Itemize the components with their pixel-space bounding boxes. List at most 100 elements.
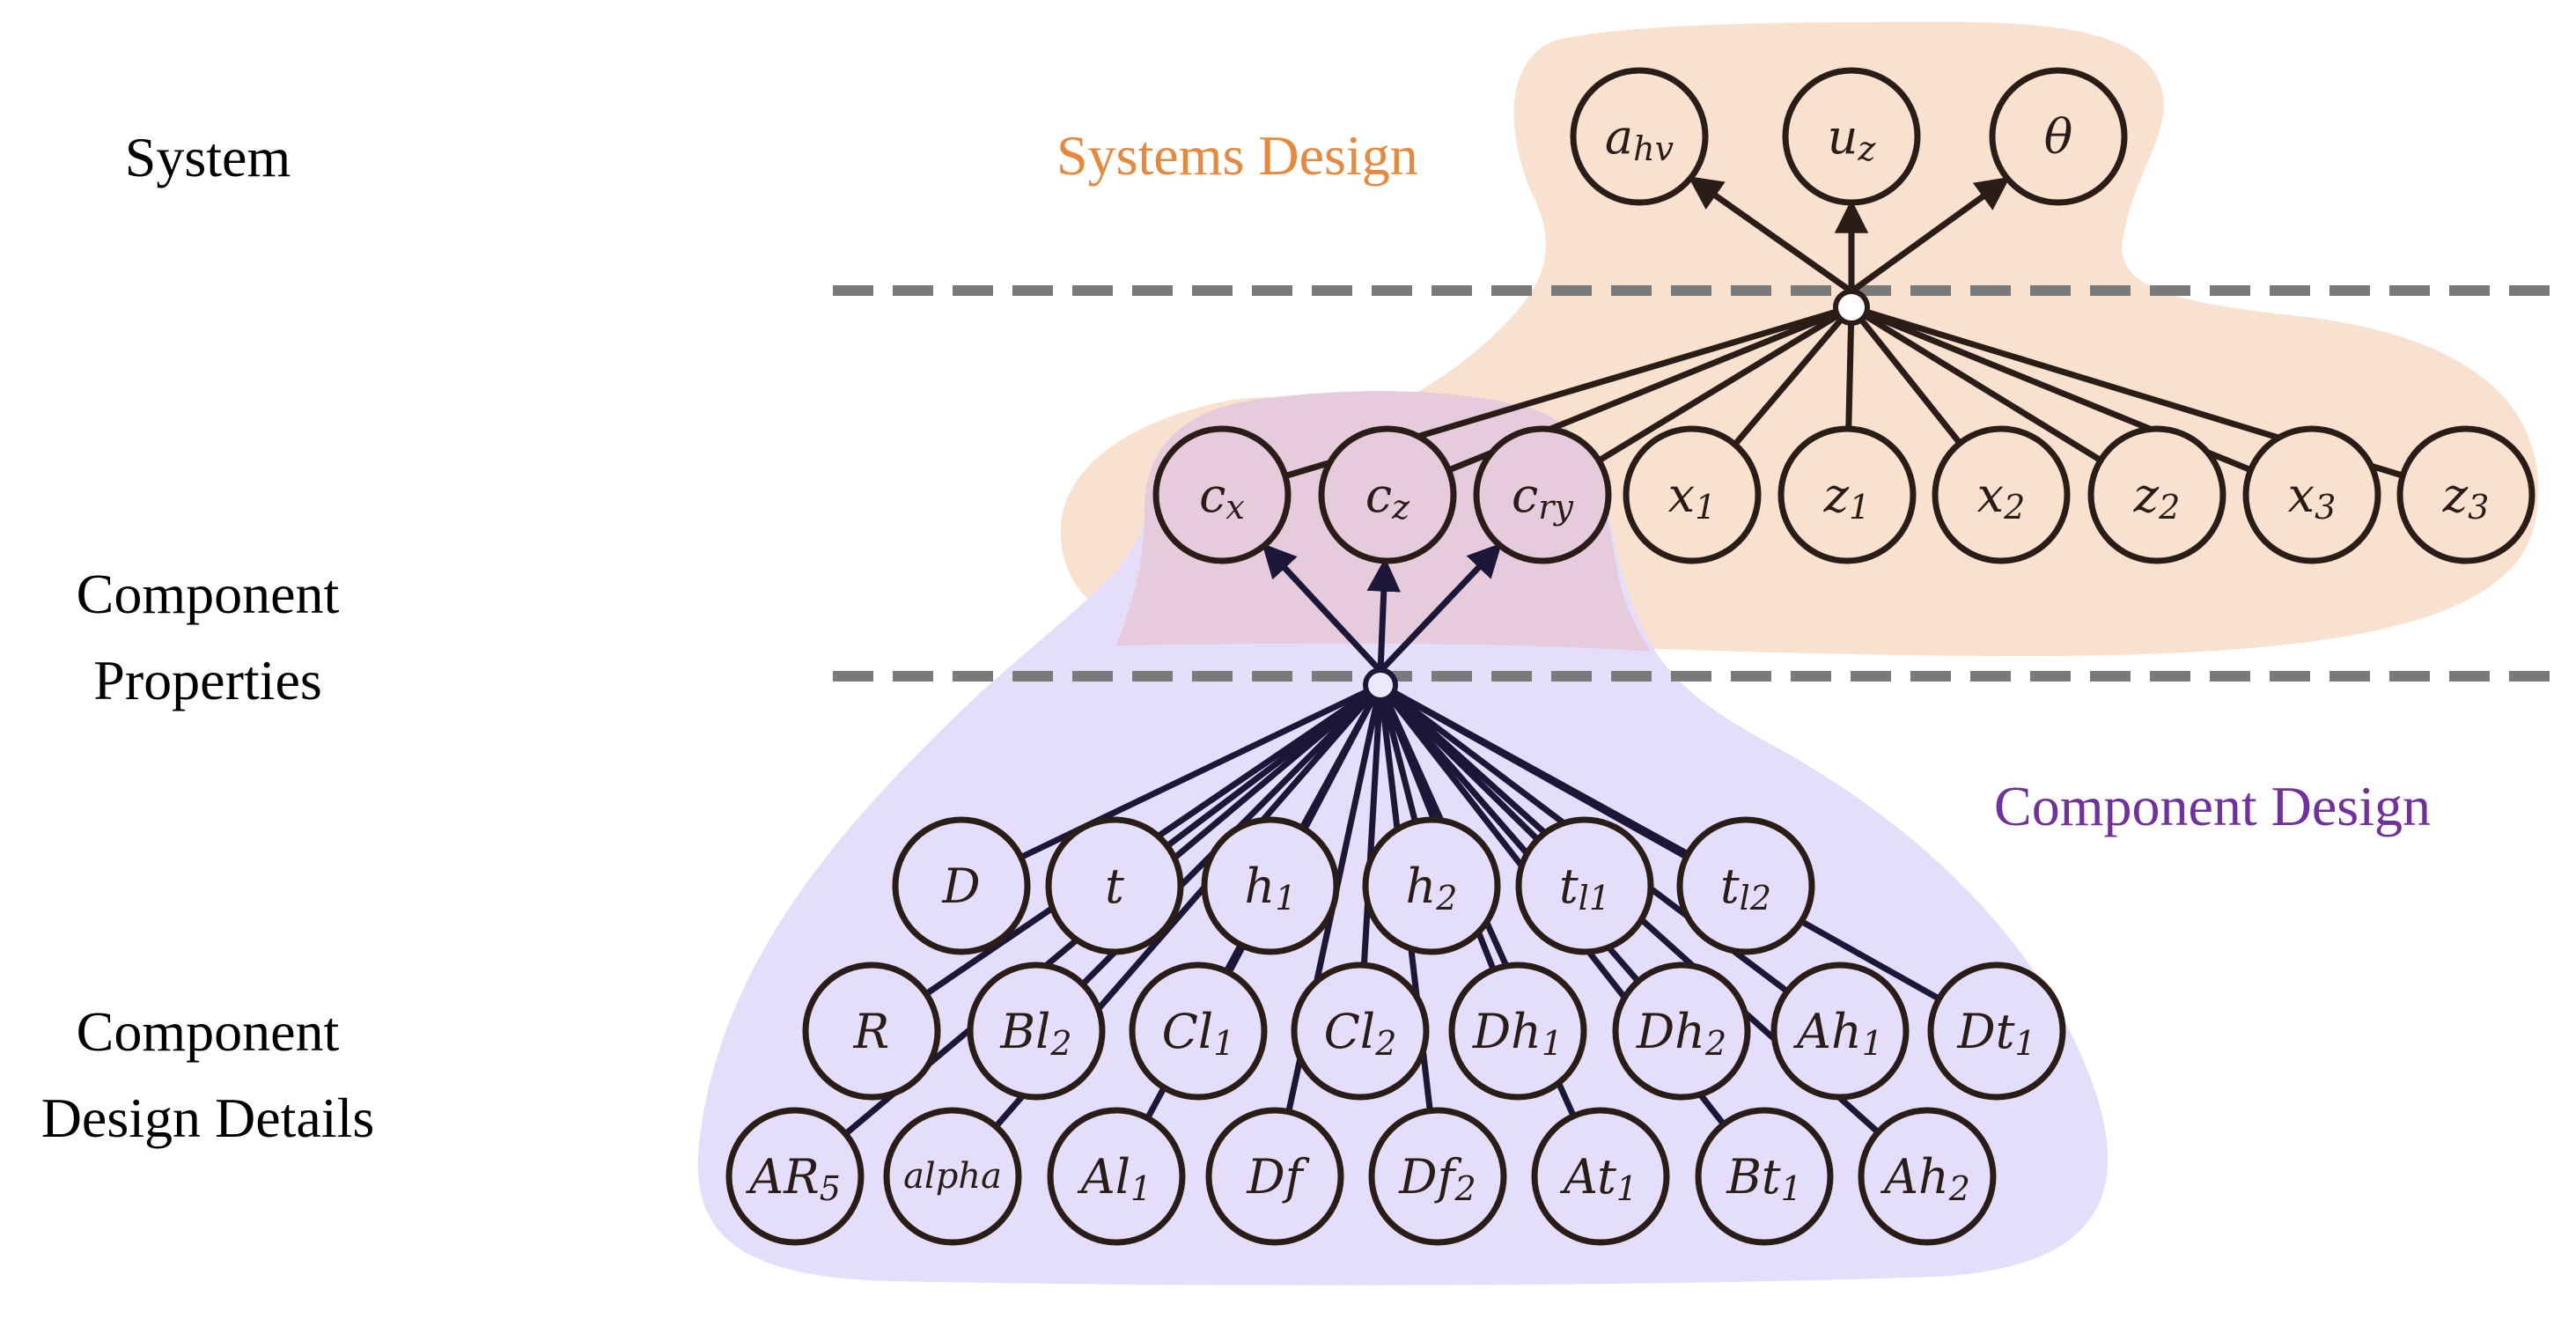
- detail-node-D: D: [892, 816, 1031, 955]
- node-label: Bt1: [1726, 1149, 1802, 1209]
- node-label: Al1: [1077, 1149, 1152, 1209]
- detail-node-t_l1: tl1: [1515, 816, 1654, 955]
- node-label: cx: [1199, 468, 1245, 527]
- detail-node-Bt_1: Bt1: [1695, 1107, 1834, 1246]
- node-circle: [1152, 425, 1292, 564]
- node-label: Cl2: [1324, 1004, 1397, 1064]
- detail-node-At_1: At1: [1531, 1107, 1670, 1246]
- detail-node-h_2: h2: [1362, 816, 1501, 955]
- detail-node-alpha: alpha: [883, 1107, 1022, 1246]
- node-label: θ: [2044, 109, 2073, 165]
- node-circle: [883, 1107, 1022, 1246]
- node-label: Ah2: [1880, 1149, 1970, 1209]
- node-label: z3: [2442, 468, 2490, 527]
- node-label: uz: [1828, 109, 1877, 169]
- node-circle: [1318, 425, 1457, 564]
- row-label-component-design-details-line2: Design Details: [41, 1087, 375, 1149]
- detail-node-Df_2: Df2: [1368, 1107, 1507, 1246]
- system-node-u_z: uz: [1782, 67, 1921, 206]
- node-circle: [1932, 425, 2071, 564]
- detail-node-Bl_2: Bl2: [967, 962, 1106, 1101]
- node-circle: [1989, 67, 2128, 206]
- detail-node-h_1: h1: [1201, 816, 1340, 955]
- node-label: t: [1105, 858, 1124, 914]
- node-circle: [1045, 816, 1184, 955]
- node-label: D: [941, 858, 980, 914]
- property-node-z_1: z1: [1777, 425, 1917, 564]
- node-label: alpha: [903, 1156, 1002, 1197]
- node-circle: [1205, 1107, 1344, 1246]
- edge-from-x_2: [1849, 305, 1962, 446]
- detail-node-Dh_1: Dh1: [1448, 962, 1587, 1101]
- node-label: tl2: [1720, 858, 1771, 918]
- row-label-component-design-details-line1: Component: [77, 1000, 340, 1063]
- property-node-z_2: z2: [2087, 425, 2226, 564]
- node-circle: [1201, 816, 1340, 955]
- system-node-a_hv: ahv: [1570, 67, 1709, 206]
- node-label: Dh1: [1472, 1004, 1563, 1064]
- node-circle: [1362, 816, 1501, 955]
- labels-layer: System Component Properties Component De…: [41, 124, 2431, 1149]
- node-circle: [2396, 425, 2536, 564]
- node-circle: [1676, 816, 1815, 955]
- node-label: AR5: [745, 1149, 841, 1209]
- node-circle: [1047, 1107, 1186, 1246]
- node-label: Ah1: [1792, 1004, 1883, 1064]
- edge-from-z_1: [1845, 306, 1855, 430]
- node-label: tl1: [1559, 858, 1610, 918]
- node-circle: [1927, 962, 2066, 1101]
- row-label-component-properties-line1: Component: [77, 563, 340, 625]
- edge-from-Cl_2: [1360, 684, 1384, 966]
- node-circle: [1782, 67, 1921, 206]
- edge-to-a_hv: [1688, 176, 1854, 294]
- node-label: Dh2: [1636, 1004, 1726, 1064]
- node-label: x1: [1668, 468, 1717, 527]
- component-junction-node: [1363, 667, 1398, 703]
- edge-from-Dt_1: [1379, 682, 1941, 1002]
- detail-node-Al_1: Al1: [1047, 1107, 1186, 1246]
- node-circle: [1531, 1107, 1670, 1246]
- edge-to-c_ry: [1378, 542, 1503, 674]
- node-label: z2: [2133, 468, 2181, 527]
- node-circle: [1570, 67, 1709, 206]
- detail-node-Df: Df: [1205, 1107, 1344, 1246]
- edge-to-theta: [1849, 176, 2011, 294]
- node-label: Df2: [1398, 1149, 1476, 1209]
- node-circle: [1129, 962, 1268, 1101]
- node-circle: [2087, 425, 2226, 564]
- property-node-z_3: z3: [2396, 425, 2536, 564]
- node-circle: [892, 816, 1031, 955]
- region-label-component-design: Component Design: [1994, 775, 2431, 837]
- node-label: cz: [1365, 468, 1410, 527]
- property-node-c_x: cx: [1152, 425, 1292, 564]
- node-label: x3: [2288, 468, 2337, 527]
- property-node-x_3: x3: [2242, 425, 2381, 564]
- detail-node-R: R: [802, 962, 941, 1101]
- node-circle: [1612, 962, 1751, 1101]
- detail-node-Ah_2: Ah2: [1858, 1107, 1997, 1246]
- node-circle: [1695, 1107, 1834, 1246]
- detail-node-Cl_2: Cl2: [1291, 962, 1430, 1101]
- property-node-c_z: cz: [1318, 425, 1457, 564]
- edge-to-c_z: [1366, 557, 1402, 672]
- node-circle: [2242, 425, 2381, 564]
- detail-node-t: t: [1045, 816, 1184, 955]
- row-label-component-properties-line2: Properties: [93, 649, 322, 711]
- node-circle: [1291, 962, 1430, 1101]
- detail-node-Cl_1: Cl1: [1129, 962, 1268, 1101]
- node-circle: [1770, 962, 1910, 1101]
- level-separators: [833, 285, 2553, 682]
- detail-node-t_l2: tl2: [1676, 816, 1815, 955]
- regions-layer: [697, 22, 2538, 1286]
- node-circle: [1473, 425, 1612, 564]
- node-label: Bl2: [999, 1004, 1071, 1064]
- region-label-systems-design: Systems Design: [1056, 124, 1418, 187]
- detail-node-AR_5: AR5: [725, 1107, 865, 1246]
- node-circle: [725, 1107, 865, 1246]
- node-label: h2: [1406, 858, 1458, 918]
- property-node-c_ry: cry: [1473, 425, 1612, 564]
- node-label: h1: [1245, 858, 1297, 918]
- edge-to-c_x: [1262, 543, 1383, 674]
